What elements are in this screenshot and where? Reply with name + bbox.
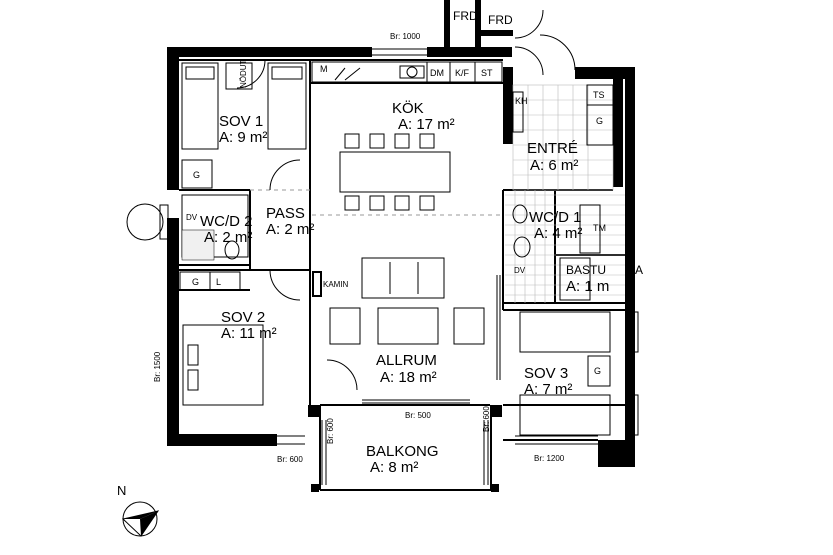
- outer-walls: [167, 0, 635, 492]
- label-kf: K/F: [455, 68, 470, 78]
- label-l-sov2: L: [216, 277, 221, 287]
- room-area-bastu: A: 1 m: [566, 278, 609, 295]
- room-area-sov3: A: 7 m²: [524, 381, 572, 398]
- dimension-left: Br: 1500: [153, 351, 162, 382]
- dimension-balcony-left: Br: 600: [326, 418, 335, 444]
- label-g-sov1: G: [193, 170, 200, 180]
- label-tm: TM: [593, 223, 606, 233]
- label-g-sov2: G: [192, 277, 199, 287]
- label-kamin: KAMIN: [323, 280, 349, 289]
- room-name-entre: ENTRÉ: [527, 140, 578, 157]
- room-labels: SOV 1 A: 9 m² KÖK A: 17 m² ENTRÉ A: 6 m²…: [200, 99, 609, 476]
- dimension-balcony-right: Br: 600: [482, 406, 491, 432]
- dimension-balcony-top: Br: 500: [405, 411, 431, 420]
- room-area-pass: A: 2 m²: [266, 221, 314, 238]
- label-ba: BA: [627, 263, 643, 277]
- entre-closet: [512, 84, 614, 146]
- sov2-bed: [179, 271, 264, 406]
- room-area-wcd2: A: 2 m²: [204, 229, 252, 246]
- room-name-sov3: SOV 3: [524, 365, 568, 382]
- sofa: [329, 257, 485, 345]
- room-name-pass: PASS: [266, 205, 305, 222]
- dimension-sov3: Br: 1200: [534, 454, 565, 463]
- door-swings: [236, 9, 576, 391]
- wc2-fixtures: [126, 194, 249, 260]
- room-name-sov1: SOV 1: [219, 113, 263, 130]
- label-m: M: [320, 64, 328, 74]
- label-kh: KH: [515, 96, 528, 106]
- sov3-beds: [519, 311, 639, 436]
- room-name-allrum: ALLRUM: [376, 352, 437, 369]
- label-g-sov3: G: [594, 366, 601, 376]
- room-name-kok: KÖK: [392, 99, 424, 117]
- label-ts: TS: [593, 90, 605, 100]
- label-dv-wc2: DV: [186, 213, 198, 222]
- label-dm: DM: [430, 68, 444, 78]
- compass: N: [117, 483, 160, 537]
- room-area-sov2: A: 11 m²: [221, 325, 277, 342]
- room-name-wcd2: WC/D 2: [200, 213, 253, 230]
- dining-table: [339, 133, 451, 211]
- dashed-lines: [250, 189, 500, 216]
- label-frd-b: FRD: [488, 13, 513, 27]
- label-st: ST: [481, 68, 493, 78]
- room-area-balkong: A: 8 m²: [370, 459, 418, 476]
- label-dv-wc1: DV: [514, 266, 526, 275]
- wc1-fixtures: [512, 204, 601, 301]
- label-g-entre: G: [596, 116, 603, 126]
- dimension-sov2: Br: 600: [277, 455, 303, 464]
- label-frd-a: FRD: [453, 9, 478, 23]
- room-name-balkong: BALKONG: [366, 443, 439, 460]
- room-area-kok: A: 17 m²: [398, 116, 455, 133]
- windows: [168, 48, 598, 485]
- dimension-top: Br: 1000: [390, 32, 421, 41]
- room-name-sov2: SOV 2: [221, 309, 265, 326]
- room-area-sov1: A: 9 m²: [219, 129, 267, 146]
- room-name-wcd1: WC/D 1: [529, 209, 582, 226]
- room-area-allrum: A: 18 m²: [380, 369, 437, 386]
- label-nodut: NÖDUT: [239, 59, 248, 88]
- sov1-beds: [181, 62, 307, 189]
- room-area-wcd1: A: 4 m²: [534, 225, 582, 242]
- room-area-entre: A: 6 m²: [530, 157, 578, 174]
- compass-north-label: N: [117, 483, 126, 498]
- room-name-bastu: BASTU: [566, 263, 606, 277]
- dimension-labels: Br: 1000 Br: 1500 Br: 600 Br: 600 Br: 60…: [153, 32, 565, 464]
- kitchen-counter: [311, 61, 503, 83]
- fixture-labels: FRD FRD NÖDUT M DM K/F ST KH TS G G DV G…: [186, 9, 643, 376]
